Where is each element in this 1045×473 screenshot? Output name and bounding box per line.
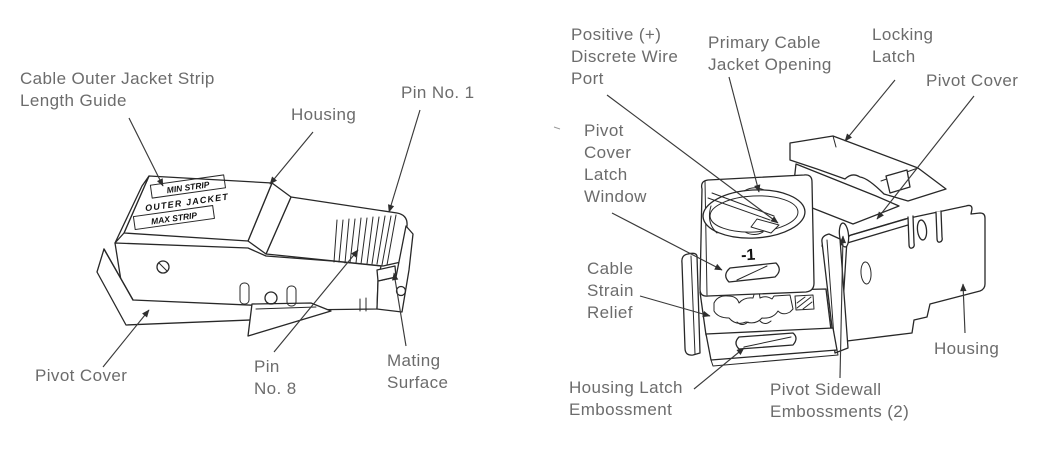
leader-housing-latch-embossment: [693, 347, 745, 390]
leader-locking-latch: [844, 79, 896, 142]
leader-mating-surface: [391, 272, 407, 347]
leader-pin-no-8: [273, 249, 359, 353]
label-pin-no-1: Pin No. 1: [401, 83, 475, 102]
label-cable-strain-relief: Cable Strain Relief: [587, 259, 634, 322]
leader-housing-right: [960, 283, 967, 334]
label-housing-right: Housing: [934, 339, 1000, 358]
leader-positive-discrete-wire-port: [606, 94, 779, 224]
label-housing-left: Housing: [291, 105, 357, 124]
label-cable-outer-jacket-strip-length-guide: Cable Outer Jacket Strip Length Guide: [20, 69, 215, 110]
label-pivot-cover-latch-window: Pivot Cover Latch Window: [584, 121, 647, 206]
leader-cable-outer-jacket-strip: [128, 117, 164, 187]
label-pivot-cover-left: Pivot Cover: [35, 366, 128, 385]
label-primary-cable-jacket-opening: Primary Cable Jacket Opening: [708, 33, 832, 74]
leader-pivot-cover-latch-window: [611, 212, 723, 271]
leader-pivot-sidewall-embossments: [839, 235, 847, 379]
leader-pin-no-1: [388, 109, 421, 213]
right-connector-drawing: -1: [681, 135, 986, 367]
label-pivot-cover-right: Pivot Cover: [926, 71, 1019, 90]
dash-one-marking: -1: [741, 247, 756, 265]
leader-pivot-cover-left: [102, 309, 150, 368]
label-pin-no-8: Pin No. 8: [254, 357, 297, 398]
stray-mark: [553, 126, 561, 130]
leader-arrows: [102, 76, 975, 390]
label-housing-latch-embossment: Housing Latch Embossment: [569, 378, 683, 419]
label-locking-latch: Locking Latch: [872, 25, 934, 66]
label-pivot-sidewall-embossments: Pivot Sidewall Embossments (2): [770, 380, 910, 421]
leader-primary-cable-jacket-opening: [728, 76, 761, 193]
left-connector-drawing: MIN STRIP OUTER JACKET MAX STRIP: [96, 174, 414, 337]
leader-pivot-cover-right: [876, 95, 975, 220]
leader-housing-left: [269, 131, 314, 185]
label-mating-surface: Mating Surface: [387, 351, 449, 392]
label-positive-discrete-wire-port: Positive (+) Discrete Wire Port: [571, 25, 679, 88]
leader-cable-strain-relief: [639, 295, 711, 318]
